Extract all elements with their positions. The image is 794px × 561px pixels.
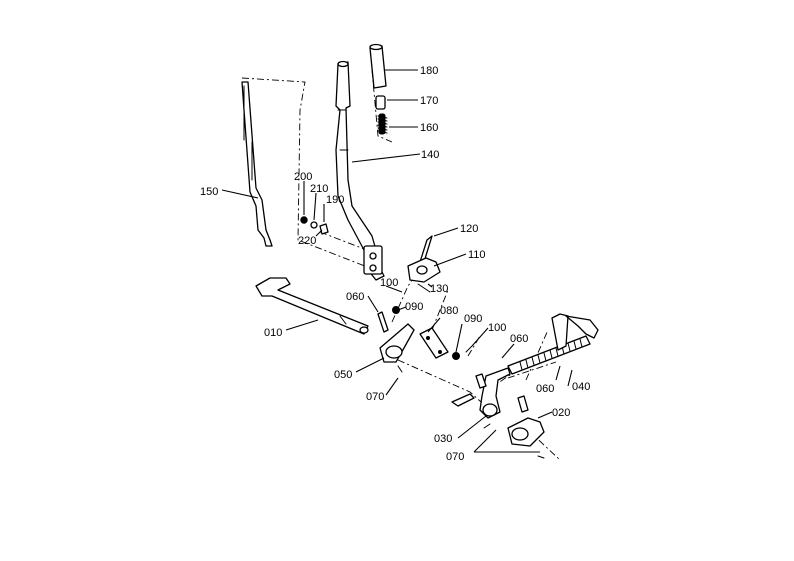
label-020: 020 — [552, 407, 570, 419]
grip-180 — [369, 43, 387, 89]
pin-060-lower — [475, 373, 487, 389]
label-060-right: 060 — [536, 383, 554, 395]
bracket-050 — [379, 323, 415, 373]
label-110: 110 — [468, 249, 486, 261]
label-070-upper: 070 — [366, 391, 384, 403]
yoke-110 — [407, 257, 441, 293]
label-140: 140 — [421, 149, 439, 161]
pin-060-right — [517, 395, 529, 413]
label-150: 150 — [200, 186, 218, 198]
lever-140 — [335, 60, 385, 281]
pin-070-lower — [483, 423, 545, 459]
label-060-middle: 060 — [510, 333, 528, 345]
shaft-010 — [255, 277, 369, 335]
leader-lines — [221, 69, 573, 453]
label-220: 220 — [298, 235, 316, 247]
label-100-upper: 100 — [380, 277, 398, 289]
pin-100-lower — [465, 345, 473, 353]
label-210: 210 — [310, 183, 328, 195]
plate-080 — [419, 327, 449, 359]
label-030: 030 — [434, 433, 452, 445]
label-060-upper: 060 — [346, 291, 364, 303]
label-010: 010 — [264, 327, 282, 339]
assembly-lines — [241, 69, 561, 461]
label-190: 190 — [326, 194, 344, 206]
label-130: 130 — [430, 283, 448, 295]
label-100-lower: 100 — [488, 322, 506, 334]
label-170: 170 — [420, 95, 438, 107]
label-090-lower: 090 — [464, 313, 482, 325]
label-080: 080 — [440, 305, 458, 317]
label-120: 120 — [460, 223, 478, 235]
label-050: 050 — [334, 369, 352, 381]
pin-060-upper — [377, 311, 389, 333]
label-040: 040 — [572, 381, 590, 393]
label-090-upper: 090 — [405, 301, 423, 313]
label-160: 160 — [420, 122, 438, 134]
label-070-lower: 070 — [446, 451, 464, 463]
label-200: 200 — [294, 171, 312, 183]
label-180: 180 — [420, 65, 438, 77]
spring-160 — [377, 113, 388, 135]
lever-030 — [451, 367, 511, 419]
rod-150 — [241, 81, 273, 247]
part-labels: 180 170 160 140 150 200 210 190 220 120 … — [200, 65, 590, 463]
cap-170 — [375, 95, 386, 110]
pin-group-190-220 — [300, 216, 329, 235]
bracket-020 — [507, 417, 545, 447]
washer-090-lower — [452, 352, 460, 360]
spring-040 — [507, 313, 599, 375]
